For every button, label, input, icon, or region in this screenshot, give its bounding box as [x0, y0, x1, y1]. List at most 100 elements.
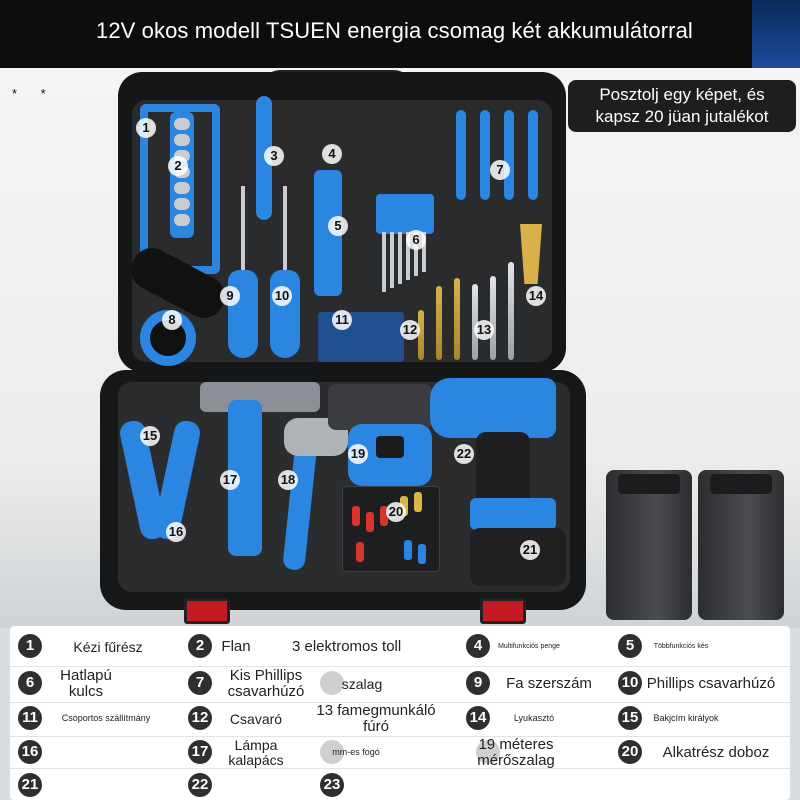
legend-number: 6 — [18, 671, 42, 695]
drill-bit — [436, 286, 442, 360]
screwdriver-handle — [270, 270, 300, 358]
legend-item: 16 — [18, 736, 168, 770]
drill-bit — [490, 276, 496, 360]
hex-key — [414, 232, 418, 276]
photo-number-badge: 1 — [136, 118, 156, 138]
photo-number-badge: 9 — [220, 286, 240, 306]
legend-label: Csoportos szállítmány — [61, 713, 151, 724]
legend-label: Multifunkciós penge — [498, 643, 560, 651]
legend-number: 7 — [188, 671, 212, 695]
legend-label: Csavaró — [229, 710, 283, 727]
legend-number: 14 — [466, 706, 490, 730]
drill-battery — [470, 498, 556, 530]
page-title: 12V okos modell TSUEN energia csomag két… — [96, 18, 693, 43]
legend-item: 5 Többfunkciós kés — [618, 630, 768, 664]
wall-anchor — [356, 542, 364, 562]
drill-body — [430, 378, 556, 438]
legend-number: 11 — [18, 706, 42, 730]
legend-label: szalag — [341, 675, 383, 692]
photo-number-badge: 8 — [162, 310, 182, 330]
legend-item: 3 elektromos toll — [292, 630, 442, 664]
legend-item: 22 — [188, 769, 338, 800]
legend-item: 18 mm-es fogó — [320, 736, 470, 770]
legend-number: 22 — [188, 773, 212, 797]
legend-label: Bakjcím királyok — [653, 713, 719, 724]
photo-number-badge: 2 — [168, 156, 188, 176]
legend-divider — [10, 736, 790, 737]
legend-label: 19 méteres mérőszalag — [477, 736, 555, 769]
legend-divider — [10, 666, 790, 667]
photo-number-badge: 10 — [272, 286, 292, 306]
legend-label: Flan — [221, 638, 251, 656]
decorative-stars: * * — [12, 86, 56, 101]
photo-number-badge: 5 — [328, 216, 348, 236]
legend-number: 21 — [18, 773, 42, 797]
charger — [470, 528, 566, 586]
photo-number-badge: 3 — [264, 146, 284, 166]
socket — [174, 118, 190, 130]
legend-number: 10 — [618, 671, 642, 695]
small-screwdriver — [528, 110, 538, 200]
photo-number-badge: 12 — [400, 320, 420, 340]
legend-number: 15 — [618, 706, 642, 730]
socket — [174, 198, 190, 210]
legend-label: 13 famegmunkáló fúró — [316, 702, 436, 735]
legend-label: Lyukasztó — [513, 713, 555, 724]
legend-label: Fa szerszám — [506, 675, 592, 693]
legend-item: 20 Alkatrész doboz — [618, 736, 788, 770]
photo-number-badge: 13 — [474, 320, 494, 340]
legend-number: 8 — [320, 671, 344, 695]
legend-number: 9 — [466, 671, 490, 695]
photo-number-badge: 7 — [490, 160, 510, 180]
legend-number: 17 — [188, 740, 212, 764]
legend-item: 4 Multifunkciós penge — [466, 630, 616, 664]
legend-number: 20 — [618, 740, 642, 764]
legend-item: 10 Phillips csavarhúzó — [618, 667, 775, 701]
photo-number-badge: 22 — [454, 444, 474, 464]
legend-label — [46, 736, 170, 770]
small-screwdriver — [480, 110, 490, 200]
photo-number-badge: 20 — [386, 502, 406, 522]
spade-bit — [520, 224, 542, 284]
legend-number: 5 — [618, 634, 642, 658]
photo-number-badge: 6 — [406, 230, 426, 250]
wall-anchor — [414, 492, 422, 512]
hex-key — [390, 232, 394, 288]
legend-item: 8 szalag — [320, 667, 470, 701]
legend-label: 3 elektromos toll — [292, 638, 402, 656]
legend-item: 1 Kézi fűrész — [18, 630, 168, 664]
spare-battery — [606, 470, 692, 620]
photo-number-badge: 4 — [322, 144, 342, 164]
legend-number: 16 — [18, 740, 42, 764]
wall-anchor — [366, 512, 374, 532]
legend-item: 12 Csavaró — [188, 702, 338, 736]
small-screwdriver — [456, 110, 466, 200]
legend-divider — [10, 768, 790, 769]
battery-top — [710, 474, 772, 494]
wall-anchor — [352, 506, 360, 526]
hex-key — [398, 232, 402, 284]
legend-item: 23 — [320, 769, 470, 800]
header-corner-image — [752, 0, 800, 68]
small-screwdriver — [504, 110, 514, 200]
legend-label: mm-es fogó — [332, 747, 380, 758]
photo-number-badge: 16 — [166, 522, 186, 542]
photo-number-badge: 21 — [520, 540, 540, 560]
battery-top — [618, 474, 680, 494]
drill-chuck — [328, 384, 432, 430]
case-latch-right — [480, 598, 526, 624]
header-bar: 12V okos modell TSUEN energia csomag két… — [0, 0, 800, 68]
drill-bit — [454, 278, 460, 360]
spare-battery — [698, 470, 784, 620]
legend-number: 23 — [320, 773, 344, 797]
legend-item: 17 Lámpa kalapács — [188, 736, 338, 770]
legend-item: 14 Lyukasztó — [466, 702, 616, 736]
drill-bit — [472, 284, 478, 360]
legend-label: Alkatrész doboz — [662, 744, 770, 762]
legend-divider — [10, 702, 790, 703]
socket — [174, 214, 190, 226]
promo-banner: Posztolj egy képet, és kapsz 20 jüan jut… — [568, 80, 796, 132]
hex-key-holder — [376, 194, 434, 234]
legend-item: 6 Hatlapú kulcs — [18, 667, 168, 701]
measuring-tape-center — [376, 436, 404, 458]
